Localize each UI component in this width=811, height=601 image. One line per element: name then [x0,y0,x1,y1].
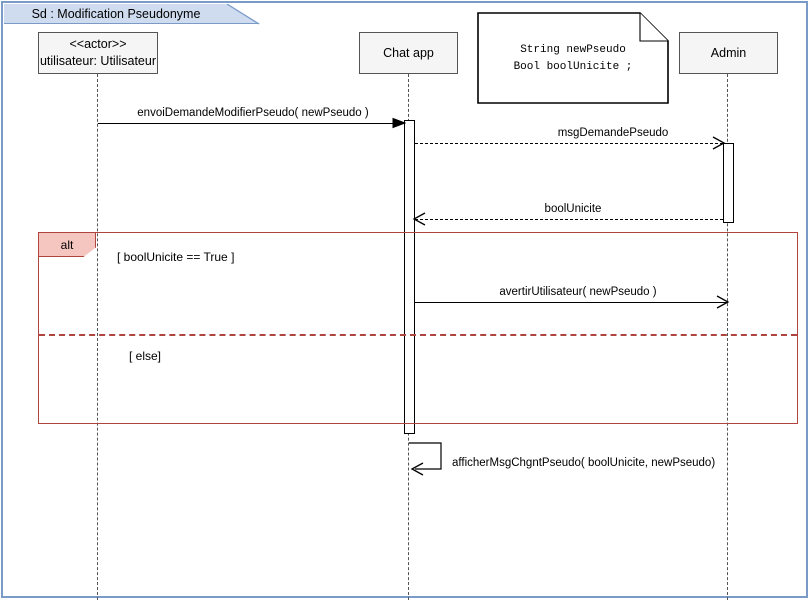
activation-bar-admin [723,143,734,223]
lifeline-label-admin: Admin [710,45,747,60]
alt-fragment-frame [38,232,798,424]
message-line-msgDemandePseudo [415,143,723,144]
frame-title-label: Sd : Modification Pseudonyme [31,7,201,21]
message-label-msgDemandePseudo: msgDemandePseudo [557,127,669,139]
lifeline-label-chatapp: Chat app [383,45,434,60]
arrowhead-open-msgDemandePseudo [712,136,726,150]
message-line-boolUnicite [415,219,723,220]
message-label-boolUnicite: boolUnicite [544,203,602,215]
alt-fragment-divider [39,334,797,336]
message-label-avertirUtilisateur: avertirUtilisateur( newPseudo ) [499,286,657,298]
message-label-envoiDemandeModifierPseudo: envoiDemandeModifierPseudo( newPseudo ) [137,107,369,119]
arrowhead-open-boolUnicite [412,212,426,226]
alt-guard-condition-2: [ else] [129,349,162,363]
lifeline-head-admin[interactable]: Admin [679,32,778,74]
lifeline-admin [727,74,728,600]
message-label-afficherMsgChgntPseudo: afficherMsgChgntPseudo( boolUnicite, new… [452,457,716,469]
activation-bar-chatapp [404,120,415,434]
lifeline-head-utilisateur[interactable]: <<actor>> utilisateur: Utilisateur [38,32,158,74]
arrowhead-open-avertirUtilisateur [716,295,730,309]
alt-fragment-operator-tag: alt [39,233,96,257]
alt-fragment-operator-label: alt [60,237,74,252]
note-text-line-2: Bool boolUnicite ; [513,61,633,73]
note-text-line-1: String newPseudo [520,44,626,56]
arrowhead-filled-envoiDemandeModifierPseudo [392,117,407,129]
lifeline-utilisateur [97,74,98,600]
lifeline-label-utilisateur: utilisateur: Utilisateur [39,54,156,68]
message-line-avertirUtilisateur [415,302,727,303]
message-line-envoiDemandeModifierPseudo [98,123,395,124]
lifeline-stereotype-utilisateur: <<actor>> [69,37,127,52]
frame-title-tab: Sd : Modification Pseudonyme [4,4,260,24]
lifeline-head-chatapp[interactable]: Chat app [359,32,458,74]
note-shape [477,12,669,104]
self-message-afficherMsgChgntPseudo [409,442,442,476]
alt-guard-condition-1: [ boolUnicite == True ] [117,250,235,264]
